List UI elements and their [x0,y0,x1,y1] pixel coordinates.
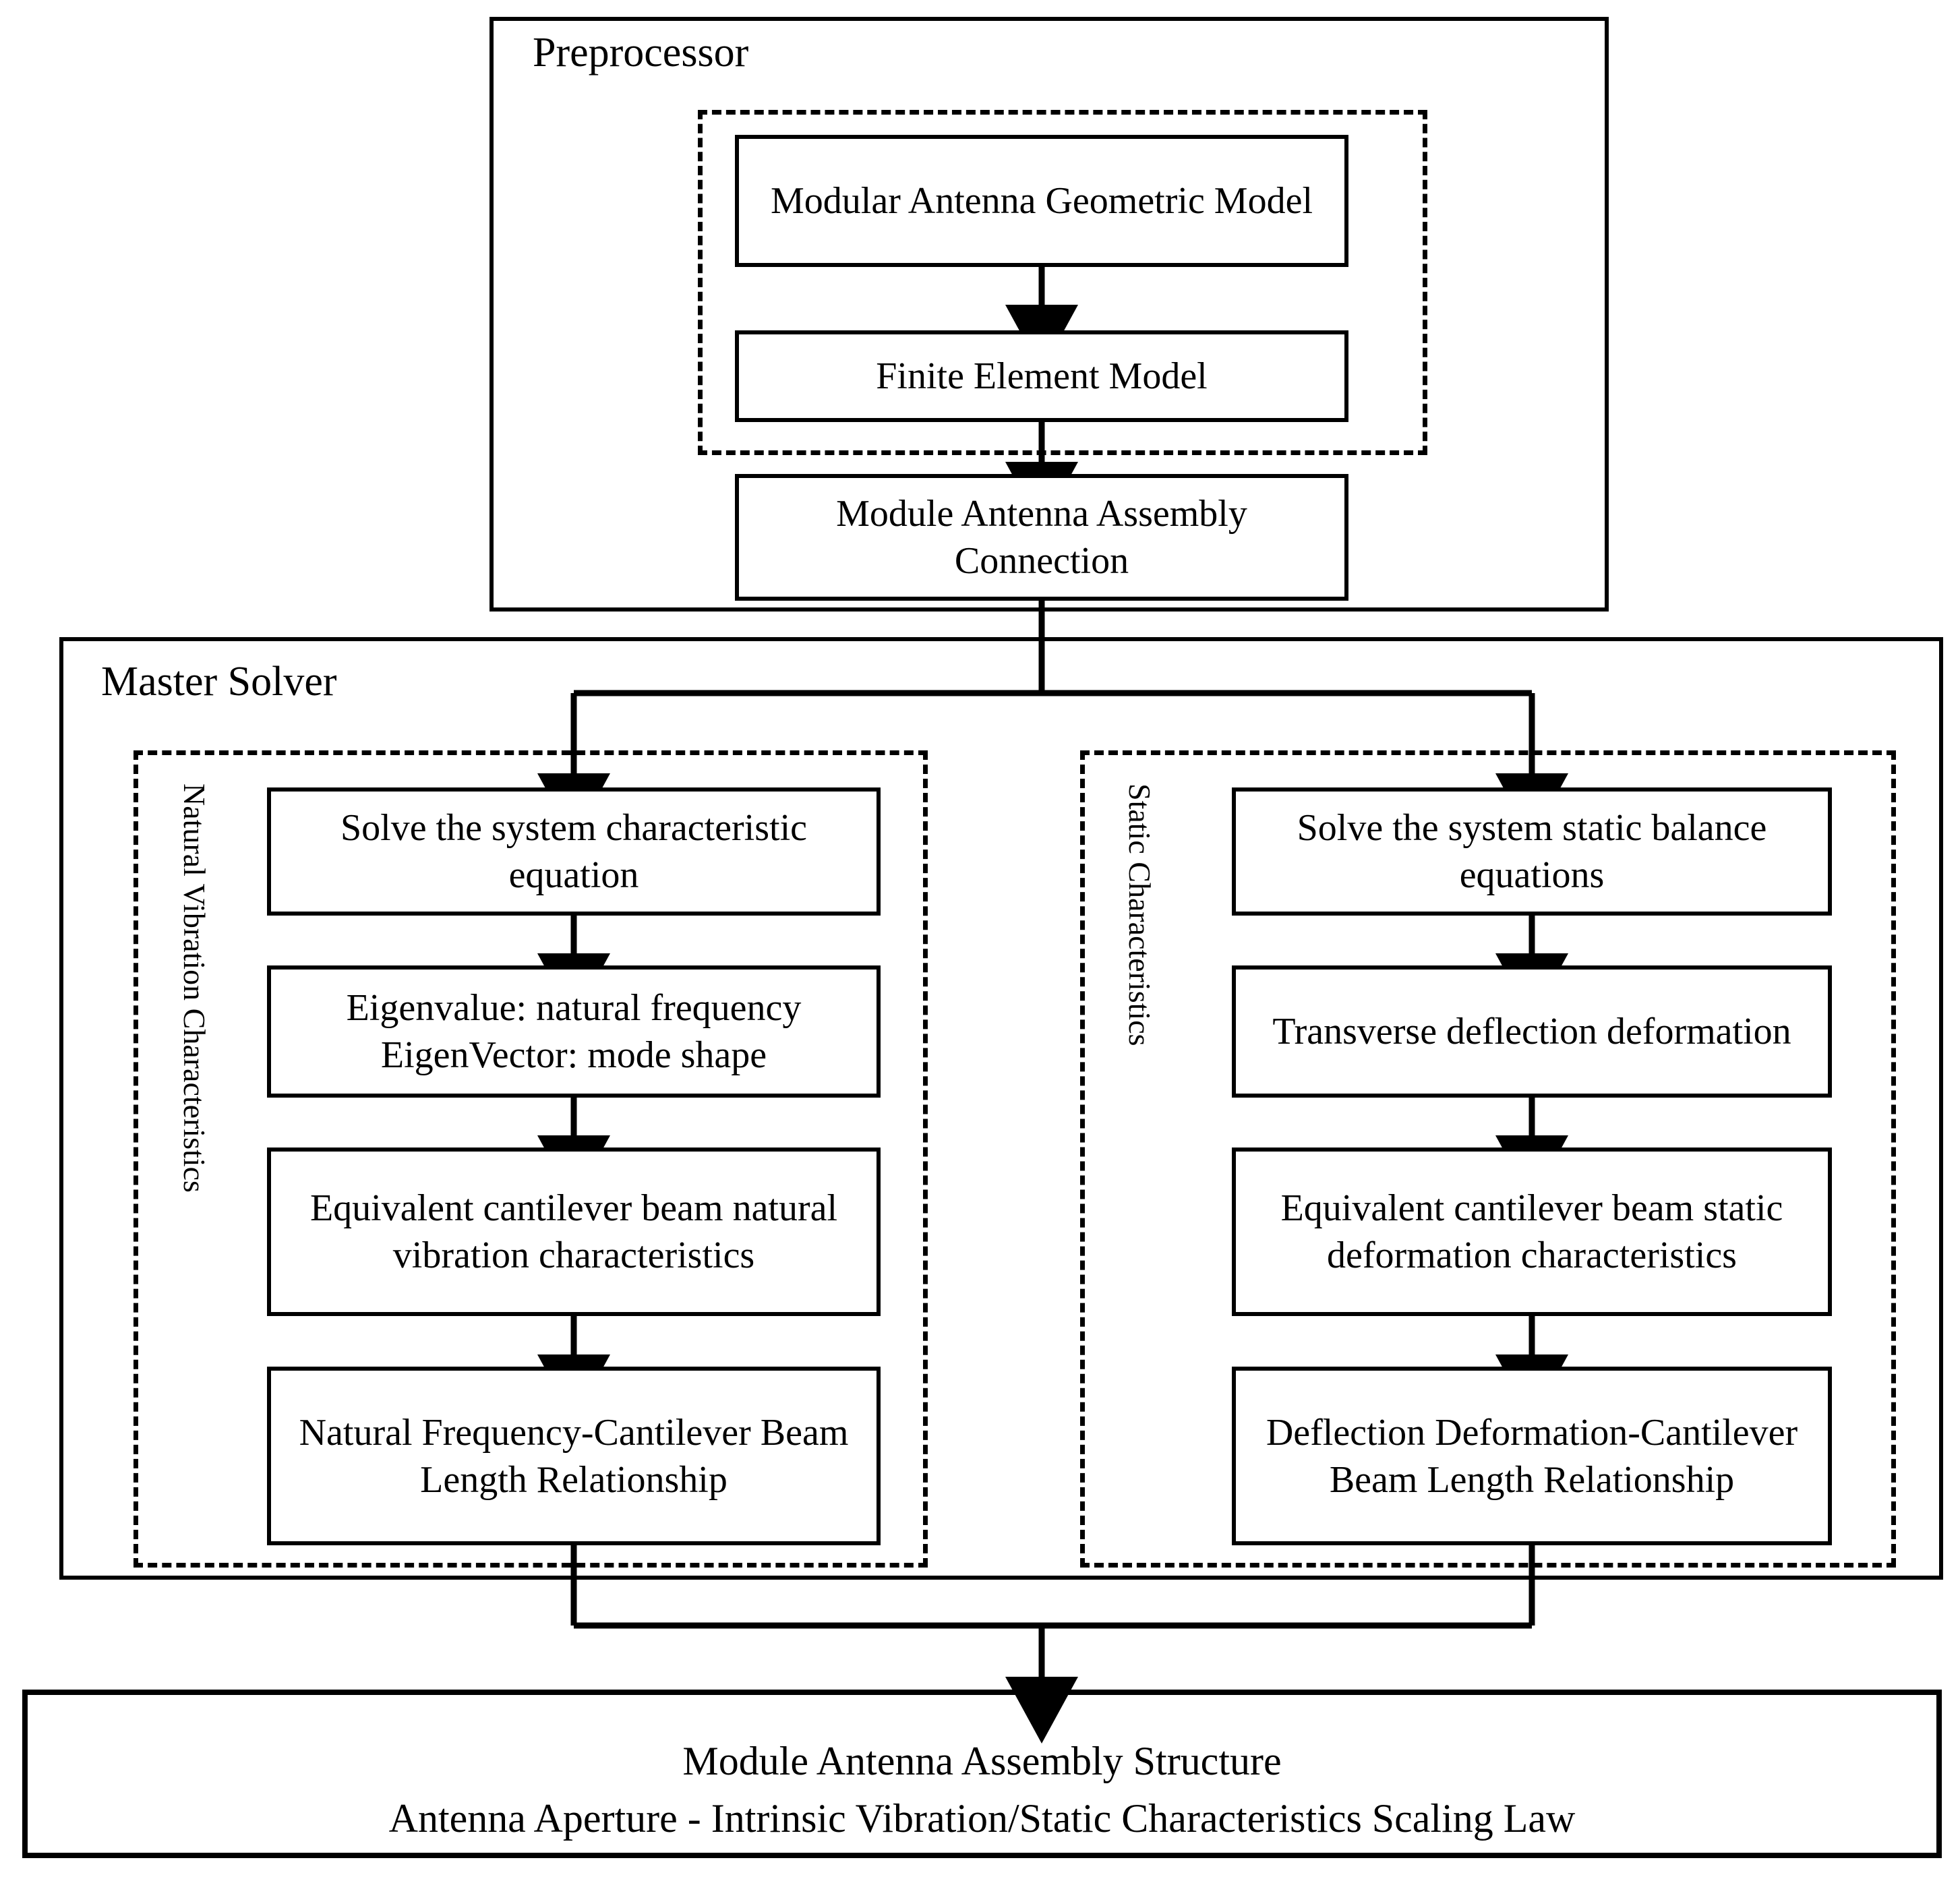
node-transverse-deflection-deformation[interactable]: Transverse deflection deformation [1232,965,1832,1098]
node-equivalent-cantilever-beam-static-deformation[interactable]: Equivalent cantilever beam static deform… [1232,1148,1832,1316]
node-equivalent-cantilever-beam-natural-vibration[interactable]: Equivalent cantilever beam natural vibra… [267,1148,881,1316]
master-solver-container [59,637,1943,1580]
static-characteristics-dashed-group [1080,750,1896,1568]
preprocessor-title: Preprocessor [533,30,749,76]
result-line-1: Module Antenna Assembly Structure [682,1739,1282,1783]
natural-vibration-dashed-group [133,750,928,1568]
static-characteristics-vertical-label: Static Characteristics [1123,783,1157,1046]
node-module-antenna-assembly-connection[interactable]: Module Antenna Assembly Connection [735,474,1348,601]
node-deflection-deformation-beam-length-relationship[interactable]: Deflection Deformation-Cantilever Beam L… [1232,1367,1832,1545]
node-eigenvalue-eigenvector[interactable]: Eigenvalue: natural frequency EigenVecto… [267,965,881,1098]
natural-vibration-vertical-label: Natural Vibration Characteristics [177,783,212,1193]
master-solver-title: Master Solver [101,659,337,705]
preprocessor-container [489,17,1609,612]
node-finite-element-model[interactable]: Finite Element Model [735,330,1348,422]
result-container[interactable]: Module Antenna Assembly Structure Antenn… [22,1690,1942,1858]
node-natural-frequency-beam-length-relationship[interactable]: Natural Frequency-Cantilever Beam Length… [267,1367,881,1545]
node-solve-system-static-balance-equations[interactable]: Solve the system static balance equation… [1232,787,1832,916]
node-modular-antenna-geometric-model[interactable]: Modular Antenna Geometric Model [735,135,1348,267]
node-solve-system-characteristic-equation[interactable]: Solve the system characteristic equation [267,787,881,916]
preprocessor-dashed-group [698,110,1427,455]
result-line-2: Antenna Aperture - Intrinsic Vibration/S… [388,1796,1576,1841]
